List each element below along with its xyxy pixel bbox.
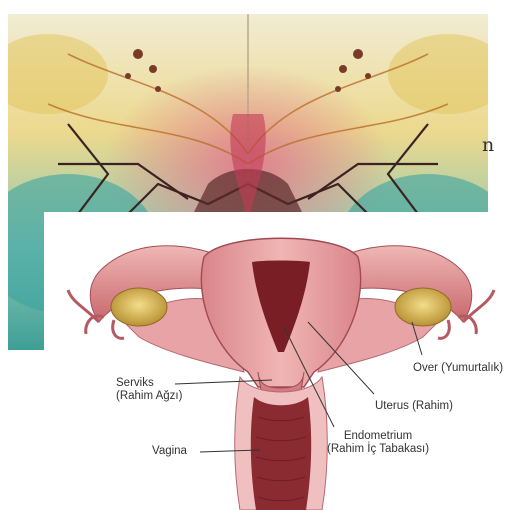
left-ovary bbox=[111, 288, 167, 326]
uterus-illustration bbox=[44, 212, 518, 510]
right-ovary bbox=[395, 288, 451, 326]
label-endometrium-line1: Endometrium bbox=[327, 430, 429, 443]
label-over: Over (Yumurtalık) bbox=[413, 362, 503, 375]
label-serviks-line1: Serviks bbox=[116, 377, 182, 390]
label-vagina: Vagina bbox=[152, 445, 187, 458]
label-serviks-line2: (Rahim Ağzı) bbox=[116, 390, 182, 403]
label-uterus: Uterus (Rahim) bbox=[375, 400, 453, 413]
stray-text-fragment: n bbox=[482, 134, 494, 156]
label-endometrium-line2: (Rahim İç Tabakası) bbox=[327, 443, 429, 456]
label-serviks: Serviks (Rahim Ağzı) bbox=[116, 377, 182, 403]
vagina-inner bbox=[251, 397, 311, 510]
uterus-diagram: Serviks (Rahim Ağzı) Over (Yumurtalık) U… bbox=[44, 212, 518, 510]
label-endometrium: Endometrium (Rahim İç Tabakası) bbox=[327, 430, 429, 456]
